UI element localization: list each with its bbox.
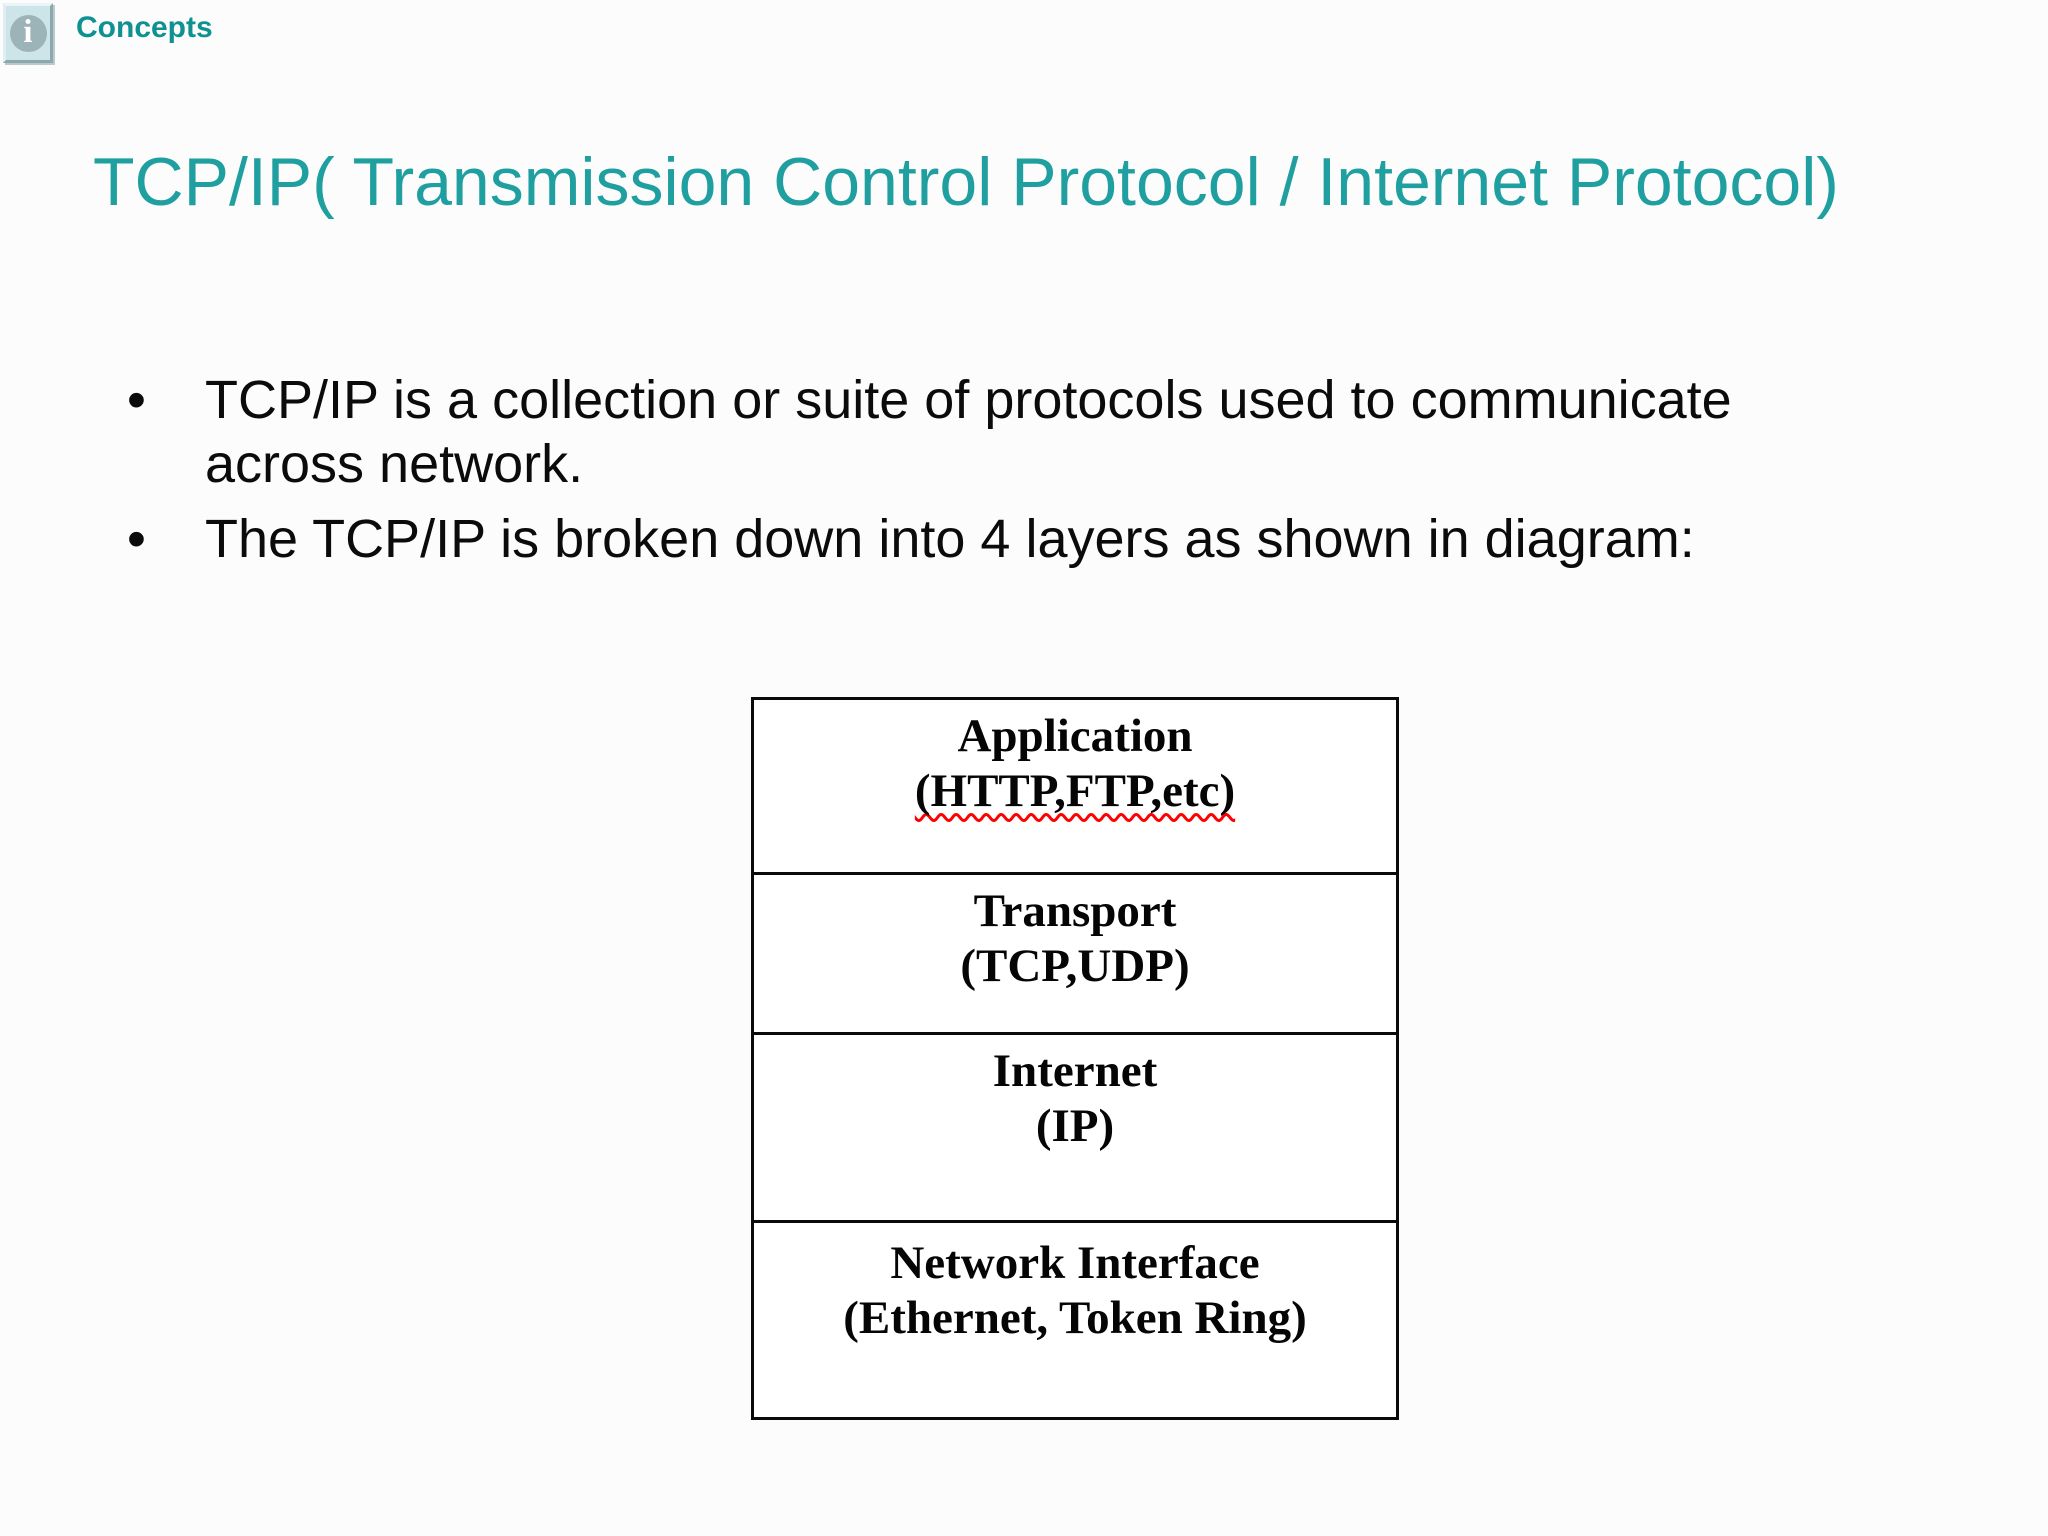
info-icon-glyph: i (23, 13, 33, 50)
tcpip-layer-diagram: Application (HTTP,FTP,etc) Transport (TC… (751, 697, 1399, 1420)
header-label: Concepts (76, 11, 213, 44)
info-icon-circle: i (9, 13, 47, 52)
layer-protocols: (HTTP,FTP,etc) (914, 765, 1236, 817)
layer-name: Transport (973, 885, 1177, 937)
bullet-dot-icon: • (127, 370, 146, 430)
bullet-text: TCP/IP is a collection or suite of proto… (205, 370, 1732, 494)
bullet-item: • The TCP/IP is broken down into 4 layer… (127, 507, 1835, 571)
bullet-dot-icon: • (127, 509, 146, 569)
info-icon[interactable]: i (3, 3, 53, 63)
layer-name: Internet (992, 1045, 1158, 1097)
layer-row-network-interface: Network Interface (Ethernet, Token Ring) (754, 1223, 1396, 1417)
layer-protocols: (Ethernet, Token Ring) (843, 1292, 1307, 1344)
layer-name: Application (957, 710, 1193, 762)
layer-protocols: (IP) (1035, 1100, 1115, 1152)
bullet-text: The TCP/IP is broken down into 4 layers … (205, 509, 1695, 569)
layer-row-transport: Transport (TCP,UDP) (754, 875, 1396, 1035)
layer-row-internet: Internet (IP) (754, 1035, 1396, 1223)
bullet-item: • TCP/IP is a collection or suite of pro… (127, 368, 1835, 496)
layer-protocols: (TCP,UDP) (960, 940, 1190, 992)
page-title: TCP/IP( Transmission Control Protocol / … (93, 144, 1839, 220)
layer-name: Network Interface (890, 1237, 1260, 1289)
layer-row-application: Application (HTTP,FTP,etc) (754, 700, 1396, 875)
bullet-list: • TCP/IP is a collection or suite of pro… (127, 368, 1839, 571)
